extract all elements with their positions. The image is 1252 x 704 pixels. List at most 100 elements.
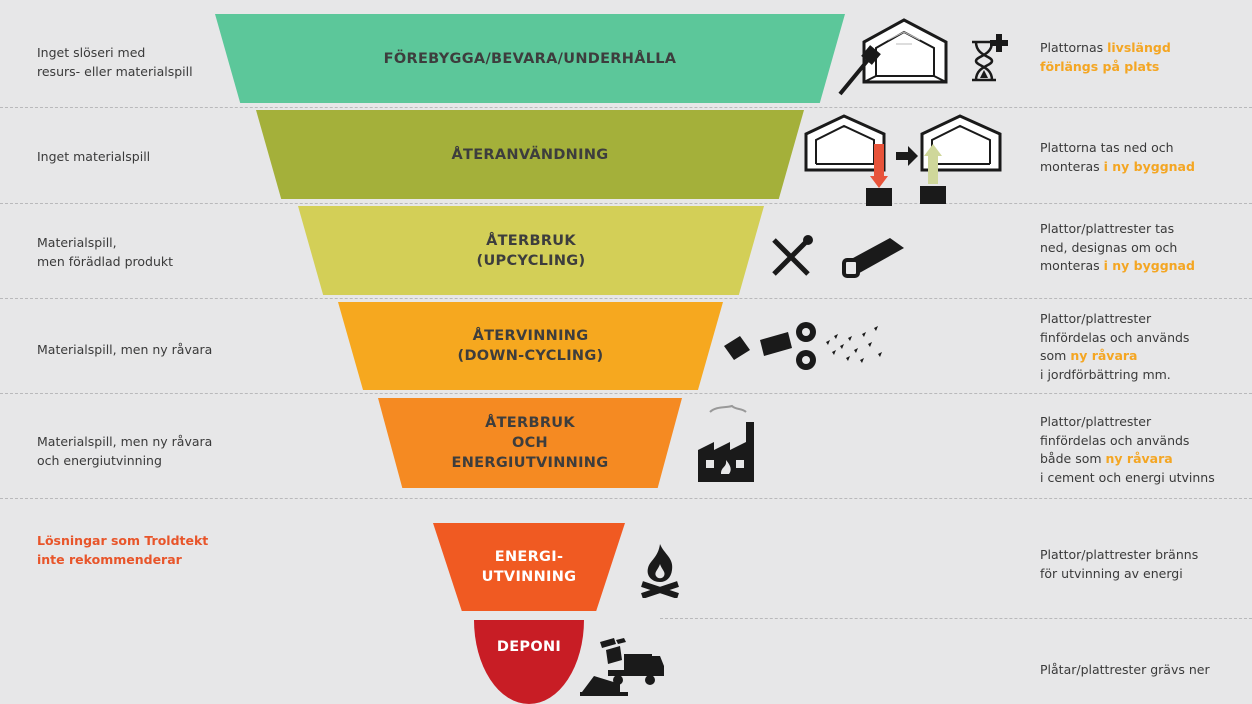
band-label: ENERGI- UTVINNING bbox=[482, 547, 577, 587]
right-description: Plattor/plattrester tas ned, designas om … bbox=[1040, 220, 1252, 276]
right-description: Plåtar/plattrester grävs ner bbox=[1040, 661, 1252, 680]
band-label-line: (DOWN-CYCLING) bbox=[457, 348, 604, 364]
band-landfill: DEPONI bbox=[474, 620, 584, 704]
not-recommended-note: Lösningar som Troldtekt inte rekommendera… bbox=[37, 531, 208, 569]
left-line: Inget slöseri med bbox=[37, 45, 146, 60]
band-label-line: ÅTERBRUK bbox=[485, 415, 575, 431]
highlight-text: i ny byggnad bbox=[1103, 258, 1195, 273]
band-label-line: DEPONI bbox=[496, 639, 562, 655]
separator bbox=[0, 203, 1252, 204]
left-line: Lösningar som Troldtekt bbox=[37, 533, 209, 548]
right-text: i jordförbättring mm. bbox=[1040, 366, 1171, 382]
right-line: ned, designas om och bbox=[1040, 239, 1252, 258]
right-line: monteras i ny byggnad bbox=[1040, 158, 1252, 177]
right-text: finfördelas och används bbox=[1040, 329, 1190, 345]
right-line: i cement och energi utvinns bbox=[1040, 469, 1252, 488]
right-line: Plattor/plattrester bränns bbox=[1040, 546, 1252, 565]
separator bbox=[660, 618, 1252, 619]
shredder-gears-icon bbox=[724, 322, 882, 370]
right-line: Plattor/plattrester tas bbox=[1040, 220, 1252, 239]
band-label-line: ENERGIUTVINNING bbox=[451, 455, 609, 471]
separator bbox=[0, 498, 1252, 499]
band-label-line: FÖREBYGGA/BEVARA/UNDERHÅLLA bbox=[383, 50, 677, 67]
left-line: Materialspill, men ny råvara bbox=[37, 434, 213, 449]
band-label: ÅTERBRUK (UPCYCLING) bbox=[477, 231, 586, 271]
left-line: och energiutvinning bbox=[37, 453, 162, 468]
right-text: Plattornas bbox=[1040, 40, 1108, 55]
left-description: Inget materialspill bbox=[37, 147, 150, 166]
right-text: monteras bbox=[1040, 258, 1104, 273]
left-line: Materialspill, bbox=[37, 235, 117, 250]
left-description: Materialspill, men ny råvara och energiut… bbox=[37, 432, 212, 470]
right-text: som bbox=[1040, 348, 1071, 363]
right-text: i cement och energi utvinns bbox=[1040, 469, 1215, 485]
factory-icon bbox=[698, 404, 754, 482]
band-label-line: UTVINNING bbox=[481, 569, 577, 585]
band-label: DEPONI bbox=[497, 637, 561, 657]
right-description: Plattorna tas ned och monteras i ny byggn… bbox=[1040, 139, 1252, 176]
separator bbox=[0, 393, 1252, 394]
right-text: ned, designas om och bbox=[1040, 239, 1178, 255]
highlight-text: ny råvara bbox=[1070, 348, 1138, 363]
left-line: men förädlad produkt bbox=[37, 254, 174, 269]
separator bbox=[0, 107, 1252, 108]
right-description: Plattor/plattrester bränns för utvinning … bbox=[1040, 546, 1252, 583]
right-line: i jordförbättring mm. bbox=[1040, 366, 1252, 385]
right-text: Plattor/plattrester bbox=[1040, 414, 1152, 429]
hourglass-plus-icon bbox=[972, 34, 1008, 82]
band-label-line: ENERGI- bbox=[494, 549, 564, 565]
highlight-text: livslängd bbox=[1107, 40, 1171, 55]
band-upcycling: ÅTERBRUK (UPCYCLING) bbox=[298, 206, 764, 295]
left-line: resurs- eller materialspill bbox=[37, 64, 193, 79]
right-line: förlängs på plats bbox=[1040, 58, 1252, 77]
right-line: Plattor/plattrester bbox=[1040, 413, 1252, 432]
right-line: Plattorna tas ned och bbox=[1040, 139, 1252, 158]
right-line: både som ny råvara bbox=[1040, 450, 1252, 469]
right-line: Plattornas livslängd bbox=[1040, 39, 1252, 58]
right-text: Plattor/plattrester bränns bbox=[1040, 547, 1199, 562]
separator bbox=[0, 298, 1252, 299]
left-description: Materialspill, men förädlad produkt bbox=[37, 233, 173, 271]
left-description: Inget slöseri med resurs- eller materials… bbox=[37, 43, 193, 81]
right-text: för utvinning av energi bbox=[1040, 565, 1183, 581]
right-description: Plattor/plattrester finfördelas och använ… bbox=[1040, 310, 1252, 384]
tools-icon bbox=[772, 235, 813, 276]
right-text: Plattor/plattrester bbox=[1040, 311, 1152, 326]
left-description: Materialspill, men ny råvara bbox=[37, 340, 212, 359]
right-line: finfördelas och används bbox=[1040, 329, 1252, 348]
fire-icon bbox=[641, 544, 679, 598]
right-line: som ny råvara bbox=[1040, 347, 1252, 366]
right-text: monteras bbox=[1040, 158, 1104, 174]
band-label: FÖREBYGGA/BEVARA/UNDERHÅLLA bbox=[384, 49, 677, 69]
ceiling-reuse-icon bbox=[804, 114, 1002, 206]
band-label: ÅTERBRUK OCH ENERGIUTVINNING bbox=[452, 413, 609, 473]
band-label-line: ÅTERANVÄNDNING bbox=[451, 146, 609, 163]
band-label-line: ÅTERBRUK bbox=[486, 232, 576, 249]
band-reuse: ÅTERANVÄNDNING bbox=[256, 110, 804, 199]
right-description: Plattor/plattrester finfördelas och använ… bbox=[1040, 413, 1252, 487]
left-line: Materialspill, men ny råvara bbox=[37, 342, 213, 357]
right-text: Plattorna tas ned och bbox=[1040, 140, 1174, 155]
band-energy-recovery: ÅTERBRUK OCH ENERGIUTVINNING bbox=[378, 398, 682, 488]
left-line: inte rekommenderar bbox=[37, 552, 182, 567]
bulldozer-truck-icon bbox=[580, 638, 664, 696]
saw-icon bbox=[842, 238, 904, 278]
band-label-line: ÅTERVINNING bbox=[472, 328, 589, 344]
band-prevent: FÖREBYGGA/BEVARA/UNDERHÅLLA bbox=[215, 14, 845, 103]
highlight-text: ny råvara bbox=[1105, 451, 1173, 466]
band-label-line: OCH bbox=[511, 435, 548, 451]
right-text: finfördelas och används bbox=[1040, 432, 1190, 448]
right-line: Plattor/plattrester bbox=[1040, 310, 1252, 329]
right-text: Plåtar/plattrester grävs ner bbox=[1040, 662, 1210, 677]
band-label-line: (UPCYCLING) bbox=[476, 252, 586, 269]
band-downcycling: ÅTERVINNING (DOWN-CYCLING) bbox=[338, 302, 723, 390]
band-label: ÅTERANVÄNDNING bbox=[452, 145, 609, 165]
ceiling-brush-icon bbox=[838, 18, 948, 96]
right-text: Plattor/plattrester tas bbox=[1040, 221, 1175, 236]
highlight-text: i ny byggnad bbox=[1103, 158, 1195, 174]
right-line: finfördelas och används bbox=[1040, 432, 1252, 451]
right-line: monteras i ny byggnad bbox=[1040, 257, 1252, 276]
highlight-text: förlängs på plats bbox=[1040, 58, 1160, 74]
